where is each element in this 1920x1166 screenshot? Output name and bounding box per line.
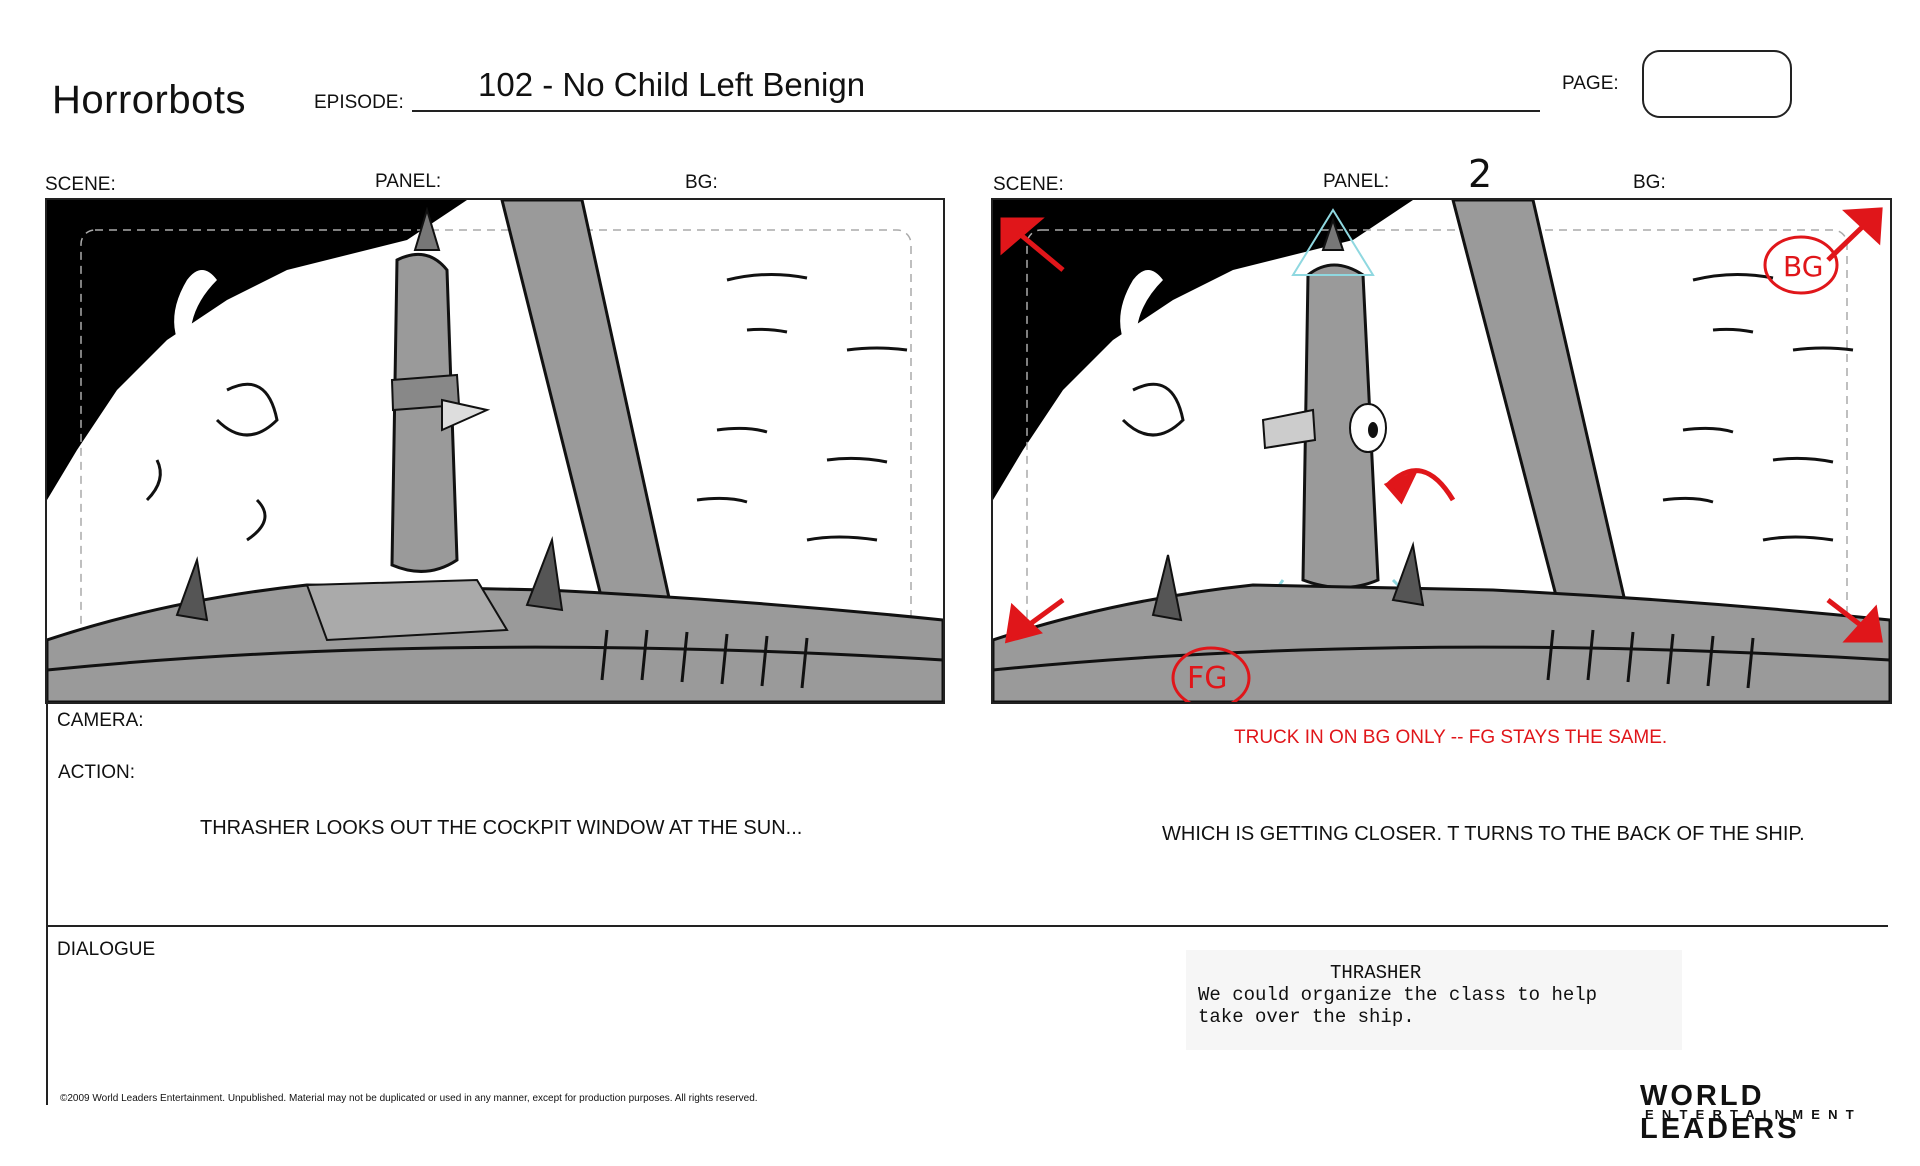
left-rule bbox=[46, 700, 48, 1105]
page-label: PAGE: bbox=[1562, 73, 1619, 94]
dialogue-character: THRASHER bbox=[1330, 962, 1422, 984]
dialogue-line: take over the ship. bbox=[1198, 1006, 1415, 1028]
fg-mark: FG bbox=[1187, 661, 1228, 696]
dialogue-line: We could organize the class to help bbox=[1198, 984, 1598, 1006]
panel2-camera-note: TRUCK IN ON BG ONLY -- FG STAYS THE SAME… bbox=[1234, 727, 1668, 748]
panel2-frame bbox=[991, 198, 1892, 704]
episode-value: 102 - No Child Left Benign bbox=[478, 66, 866, 103]
bg-mark: BG bbox=[1783, 250, 1824, 283]
panel1-bg-label: BG: bbox=[685, 172, 718, 193]
panel2-action-text: WHICH IS GETTING CLOSER. T TURNS TO THE … bbox=[1162, 823, 1805, 845]
panel1-sketch bbox=[47, 200, 943, 702]
show-title: Horrorbots bbox=[52, 78, 246, 122]
panel1-scene-label: SCENE: bbox=[45, 174, 116, 195]
dialogue-label: DIALOGUE bbox=[57, 939, 156, 960]
episode-label: EPISODE: bbox=[314, 92, 404, 113]
studio-logo: WORLD LEADERS bbox=[1640, 1080, 1800, 1145]
page-number-box bbox=[1642, 50, 1792, 118]
action-label: ACTION: bbox=[58, 762, 136, 783]
panel1-frame bbox=[45, 198, 945, 704]
panel1-action-text: THRASHER LOOKS OUT THE COCKPIT WINDOW AT… bbox=[200, 817, 803, 839]
dialogue-rule bbox=[46, 925, 1888, 927]
panel2-bg-label: BG: bbox=[1633, 172, 1666, 193]
panel2-scene-label: SCENE: bbox=[993, 174, 1064, 195]
panel2-panel-label: PANEL: bbox=[1323, 171, 1390, 192]
episode-underline bbox=[412, 110, 1540, 112]
studio-logo-subtitle: ENTERTAINMENT bbox=[1645, 1107, 1862, 1122]
camera-label: CAMERA: bbox=[57, 710, 144, 731]
dialogue-script: THRASHER We could organize the class to … bbox=[1186, 950, 1682, 1050]
panel2-sketch bbox=[993, 200, 1890, 702]
panel2-panel-number: 2 bbox=[1468, 152, 1493, 196]
copyright-notice: ©2009 World Leaders Entertainment. Unpub… bbox=[60, 1093, 758, 1104]
panel1-panel-label: PANEL: bbox=[375, 171, 442, 192]
